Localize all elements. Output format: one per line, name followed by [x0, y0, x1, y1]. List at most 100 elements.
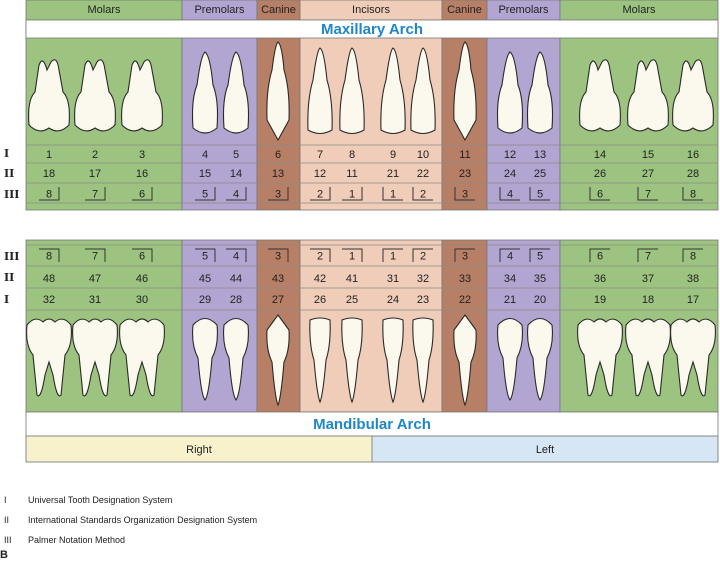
palmer-bracket — [226, 248, 247, 262]
palmer-bracket — [39, 248, 60, 262]
palmer-bracket — [529, 187, 550, 201]
palmer-bracket — [268, 187, 289, 201]
mandibular-arch-title: Mandibular Arch — [313, 416, 431, 433]
row-label-universal-max: I — [4, 147, 9, 160]
max-universal-14: 14 — [594, 149, 606, 161]
max-universal-10: 10 — [417, 149, 429, 161]
mand-iso-36: 36 — [594, 273, 606, 285]
max-iso-17: 17 — [89, 168, 101, 180]
max-universal-7: 7 — [317, 149, 323, 161]
max-universal-6: 6 — [275, 149, 281, 161]
max-palmer-11: 3 — [462, 189, 468, 201]
lower-molar-tooth-15 — [625, 318, 671, 397]
row-label-universal-mand: I — [4, 293, 9, 306]
palmer-bracket — [529, 248, 550, 262]
max-universal-3: 3 — [139, 149, 145, 161]
palmer-bracket — [382, 248, 403, 262]
group-header-canine: Canine — [261, 4, 296, 16]
mand-palmer-4: 5 — [202, 251, 208, 263]
maxillary-title-bar — [25, 19, 719, 39]
mand-iso-34: 34 — [504, 273, 516, 285]
mand-universal-25: 25 — [346, 294, 358, 306]
grid-lines — [26, 19, 718, 311]
upper-molar-tooth-3 — [121, 59, 163, 132]
max-iso-15: 15 — [199, 168, 211, 180]
mand-universal-30: 30 — [136, 294, 148, 306]
max-palmer-8: 1 — [349, 189, 355, 201]
upper-incisor-tooth-7 — [307, 47, 333, 135]
palmer-bracket — [132, 248, 153, 262]
upper-molar-tooth-1 — [28, 59, 70, 132]
upper-incisor-tooth-10 — [410, 47, 436, 135]
lower-incisor-tooth-9 — [382, 317, 404, 404]
mand-universal-20: 20 — [534, 294, 546, 306]
palmer-bracket — [454, 187, 475, 201]
palmer-bracket — [39, 187, 60, 201]
legend-mark-2: II — [4, 515, 9, 525]
upper-premolar-tooth-13 — [526, 51, 554, 134]
max-palmer-6: 3 — [275, 189, 281, 201]
lower-molar-tooth-16 — [670, 318, 716, 397]
mand-iso-41: 41 — [346, 273, 358, 285]
palmer-bracket — [499, 187, 520, 201]
max-universal-1: 1 — [46, 149, 52, 161]
mand-iso-47: 47 — [89, 273, 101, 285]
upper-incisor-tooth-9 — [380, 47, 406, 135]
lower-incisor-tooth-10 — [412, 317, 434, 404]
legend-text-2: International Standards Organization Des… — [28, 515, 257, 525]
mand-palmer-10: 2 — [420, 251, 426, 263]
max-iso-14: 14 — [230, 168, 242, 180]
upper-molar-tooth-16 — [672, 59, 714, 132]
upper-premolar-tooth-4 — [191, 51, 219, 134]
palmer-bracket — [682, 187, 703, 201]
palmer-bracket — [499, 248, 520, 262]
legend-text-1: Universal Tooth Designation System — [28, 495, 172, 505]
group-header-premolar: Premolars — [194, 4, 245, 16]
mand-palmer-11: 3 — [462, 251, 468, 263]
mand-palmer-14: 6 — [597, 251, 603, 263]
mand-palmer-6: 3 — [275, 251, 281, 263]
max-iso-16: 16 — [136, 168, 148, 180]
palmer-bracket — [195, 248, 216, 262]
mand-iso-43: 43 — [272, 273, 284, 285]
mand-iso-31: 31 — [387, 273, 399, 285]
max-palmer-1: 8 — [46, 189, 52, 201]
mand-iso-48: 48 — [43, 273, 55, 285]
max-palmer-10: 2 — [420, 189, 426, 201]
lower-molar-tooth-2 — [72, 318, 118, 397]
palmer-bracket — [342, 248, 363, 262]
mand-universal-27: 27 — [272, 294, 284, 306]
max-palmer-12: 4 — [507, 189, 513, 201]
max-iso-27: 27 — [642, 168, 654, 180]
lower-incisor-tooth-7 — [309, 317, 331, 404]
mand-iso-38: 38 — [687, 273, 699, 285]
max-iso-22: 22 — [417, 168, 429, 180]
max-iso-24: 24 — [504, 168, 516, 180]
figure-label: B — [0, 549, 8, 561]
palmer-bracket — [310, 248, 331, 262]
legend-text-3: Palmer Notation Method — [28, 535, 125, 545]
mand-universal-28: 28 — [230, 294, 242, 306]
palmer-bracket — [85, 187, 106, 201]
mand-palmer-15: 7 — [645, 251, 651, 263]
mand-iso-37: 37 — [642, 273, 654, 285]
palmer-bracket — [85, 248, 106, 262]
row-label-iso-mand: II — [4, 271, 14, 284]
max-iso-18: 18 — [43, 168, 55, 180]
mand-iso-35: 35 — [534, 273, 546, 285]
upper-premolar-tooth-5 — [222, 51, 250, 134]
upper-molar-tooth-2 — [74, 59, 116, 132]
lower-canine-tooth-6 — [266, 314, 290, 407]
left-side-bar — [371, 435, 719, 463]
group-header-canine: Canine — [447, 4, 482, 16]
max-palmer-2: 7 — [92, 189, 98, 201]
palmer-bracket — [268, 248, 289, 262]
palmer-bracket — [195, 187, 216, 201]
mand-palmer-1: 8 — [46, 251, 52, 263]
max-palmer-14: 6 — [597, 189, 603, 201]
max-universal-15: 15 — [642, 149, 654, 161]
group-header-incisor: Incisors — [352, 4, 390, 16]
max-iso-26: 26 — [594, 168, 606, 180]
group-header-molar: Molars — [87, 4, 121, 16]
legend-mark-3: III — [4, 535, 12, 545]
